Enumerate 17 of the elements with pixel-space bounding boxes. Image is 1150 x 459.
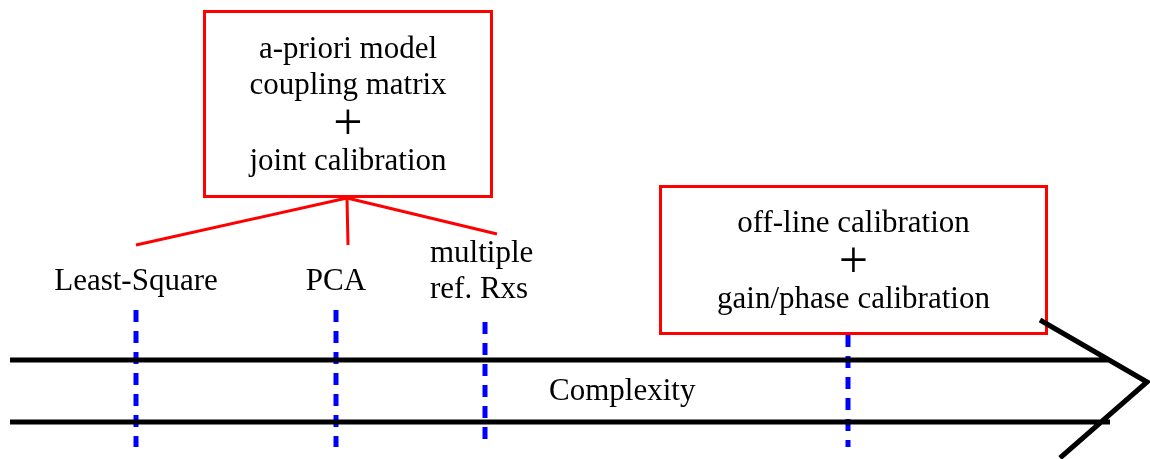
connector-line: [135, 196, 348, 247]
plus-sign: +: [333, 102, 363, 142]
box-text: joint calibration: [247, 142, 448, 178]
box-text: a-priori model coupling matrix: [248, 30, 448, 102]
dashed-marker-line: [133, 310, 139, 447]
box-text: gain/phase calibration: [716, 280, 991, 316]
dashed-marker-line: [845, 335, 851, 447]
method-box: [203, 10, 493, 198]
method-label: multiple ref. Rxs: [430, 234, 535, 306]
plus-sign: +: [838, 240, 869, 280]
dashed-marker-line: [333, 310, 339, 447]
box-text: off-line calibration: [736, 204, 971, 240]
connector-line: [346, 196, 498, 236]
method-label: Least-Square: [53, 262, 219, 298]
method-label: PCA: [304, 262, 368, 298]
method-box: [659, 185, 1048, 335]
connector-line: [345, 197, 350, 246]
